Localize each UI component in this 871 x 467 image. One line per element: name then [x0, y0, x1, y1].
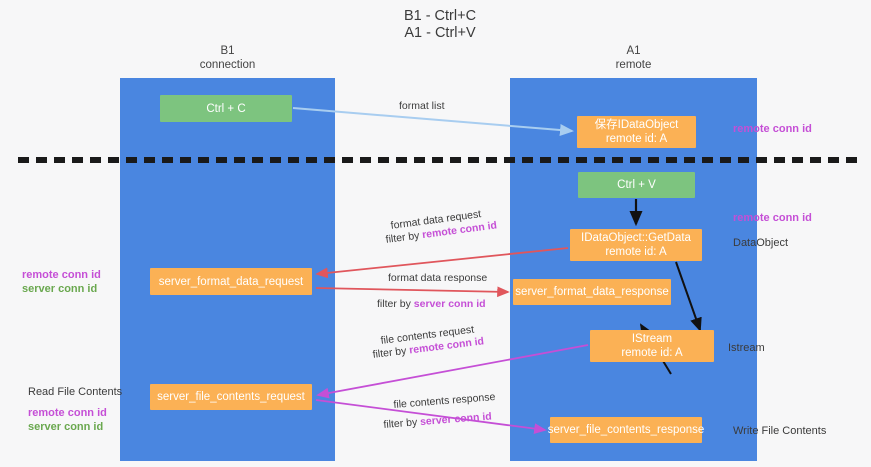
box-save-idataobject-line2: remote id: A [605, 133, 668, 145]
annotation-left-remote-conn-id-top: remote conn id [22, 269, 101, 281]
annotation-left-remote-conn-id-bottom: remote conn id [28, 407, 107, 419]
box-server-format-data-response-label: server_format_data_response [515, 286, 669, 298]
filter-by-prefix-2: filter by [377, 298, 414, 310]
box-server-file-contents-response-label: server_file_contents_response [547, 424, 705, 436]
box-idataobject-getdata[interactable]: IDataObject::GetData remote id: A [570, 229, 702, 261]
annotation-dataobject: DataObject [733, 236, 788, 250]
annotation-remote-conn-id-2-text: remote conn id [733, 212, 812, 224]
filter-by-prefix-4: filter by [383, 416, 421, 431]
edge-label-format-list-text: format list [399, 100, 445, 112]
box-idataobject-getdata-line1: IDataObject::GetData [581, 232, 691, 244]
box-server-file-contents-request[interactable]: server_file_contents_request [150, 384, 312, 410]
box-istream[interactable]: IStream remote id: A [590, 330, 714, 362]
box-ctrl-c-line1: Ctrl + C [206, 102, 246, 115]
annotation-istream: Istream [728, 341, 765, 355]
edge-label-file-contents-response-text: file contents response [393, 390, 496, 411]
box-server-file-contents-request-label: server_file_contents_request [157, 391, 305, 403]
box-server-format-data-request[interactable]: server_format_data_request [150, 268, 312, 295]
annotation-write-file-contents: Write File Contents [733, 424, 826, 438]
filter-by-server-conn-id-1: server conn id [413, 298, 486, 310]
annotation-left-read-file-contents: Read File Contents remote conn id server… [28, 385, 122, 434]
edge-label-format-data-response: format data response [388, 272, 487, 285]
edge-label-filter-by-server-conn-id-1: filter by server conn id [377, 298, 486, 311]
box-server-format-data-request-label: server_format_data_request [158, 275, 304, 288]
box-istream-line2: remote id: A [621, 347, 683, 359]
edge-label-format-list: format list [399, 100, 445, 113]
annotation-istream-text: Istream [728, 342, 765, 354]
box-ctrl-c[interactable]: Ctrl + C [160, 95, 292, 122]
annotation-left-conn-ids-top: remote conn id server conn id [22, 268, 101, 296]
annotation-remote-conn-id-2: remote conn id [733, 211, 812, 225]
box-ctrl-v[interactable]: Ctrl + V [578, 172, 695, 198]
box-server-format-data-response[interactable]: server_format_data_response [513, 279, 671, 305]
edge-label-format-data-response-text: format data response [388, 272, 488, 284]
filter-by-server-conn-id-2: server conn id [419, 410, 493, 429]
edge-label-filter-by-server-conn-id-2: filter by server conn id [383, 410, 492, 431]
annotation-remote-conn-id-1: remote conn id [733, 122, 812, 136]
annotation-dataobject-text: DataObject [733, 237, 789, 249]
box-server-file-contents-response[interactable]: server_file_contents_response [547, 417, 705, 443]
box-save-idataobject-line1: 保存IDataObject [594, 119, 679, 131]
annotation-remote-conn-id-1-text: remote conn id [733, 123, 812, 135]
box-ctrl-v-line1: Ctrl + V [617, 179, 656, 191]
box-istream-line1: IStream [631, 333, 673, 345]
box-save-idataobject[interactable]: 保存IDataObject remote id: A [577, 116, 696, 148]
box-idataobject-getdata-line2: remote id: A [605, 246, 667, 258]
arrow-format-data-response [315, 286, 510, 298]
filter-by-prefix-3: filter by [372, 344, 410, 361]
edge-label-file-contents-response: file contents response [393, 391, 496, 412]
annotation-left-server-conn-id-bottom: server conn id [28, 421, 104, 433]
annotation-read-file-contents-text: Read File Contents [28, 386, 123, 398]
annotation-left-server-conn-id-top: server conn id [22, 283, 98, 295]
annotation-write-file-contents-text: Write File Contents [733, 425, 827, 437]
